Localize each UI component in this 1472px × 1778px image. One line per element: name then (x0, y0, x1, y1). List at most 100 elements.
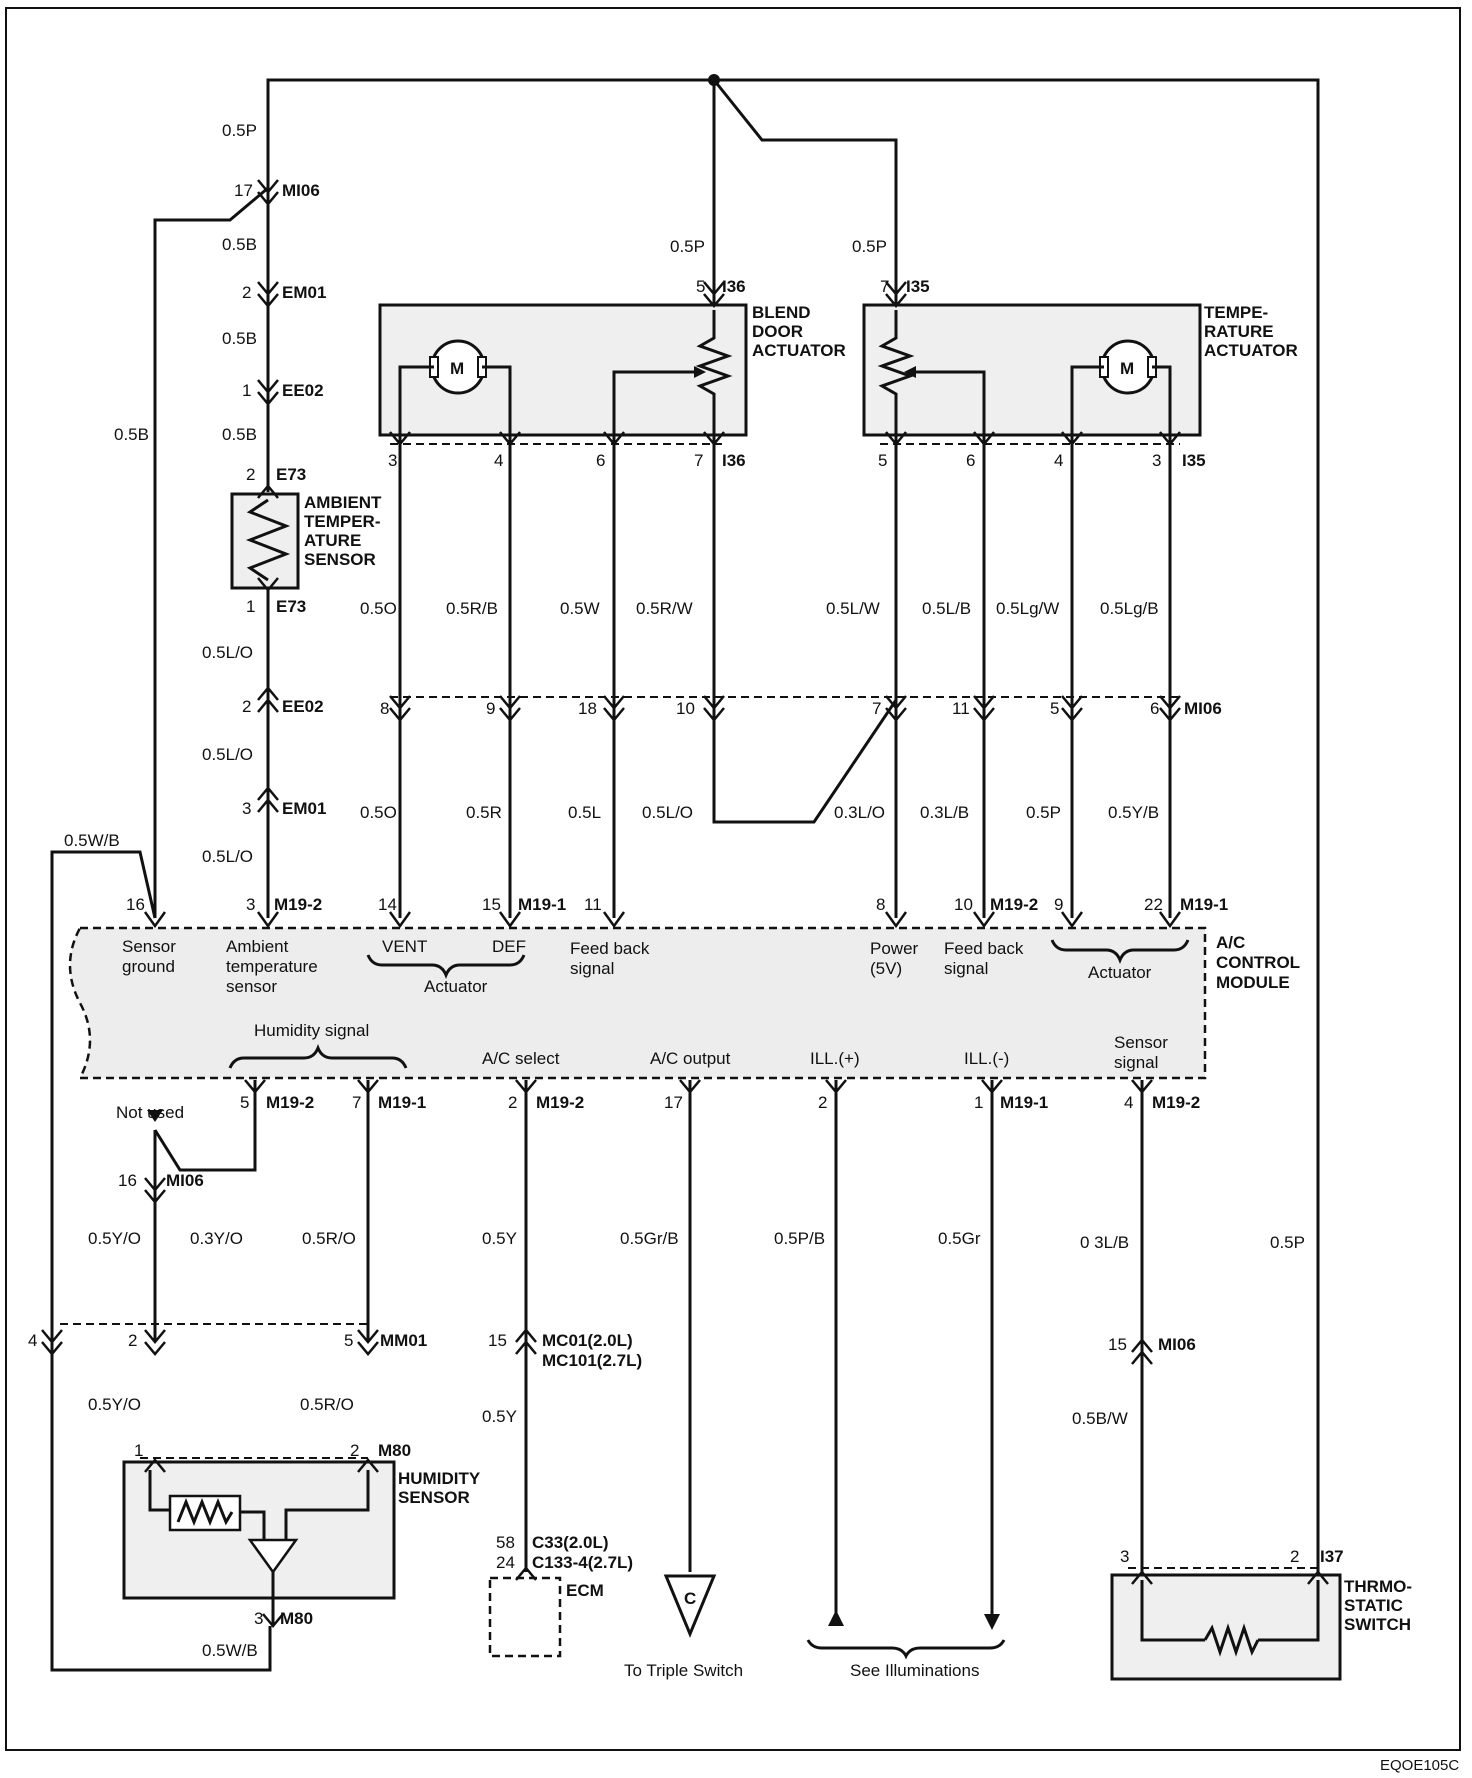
connector-label: M19-1 (378, 1093, 426, 1112)
pin-label: 14 (378, 895, 397, 914)
wire-label: 0.5O (360, 599, 397, 618)
module-label: Feed back (570, 939, 650, 958)
pin-label: 2 (242, 283, 251, 302)
connector-label: MC01(2.0L) (542, 1331, 633, 1350)
wire-label: 0.5Y/O (88, 1229, 141, 1248)
wire-label: 0.3L/B (920, 803, 969, 822)
connector-label: I35 (1182, 451, 1206, 470)
wire-label: 0.5P (670, 237, 705, 256)
connector-label: MI06 (1158, 1335, 1196, 1354)
pin-label: 7 (352, 1093, 361, 1112)
pin-label: 4 (494, 451, 503, 470)
pin-label: 2 (818, 1093, 827, 1112)
wire-label: 0.5Lg/W (996, 599, 1059, 618)
thermostatic-switch-box (1110, 1573, 1342, 1681)
module-label: A/C select (482, 1049, 560, 1068)
temp-actuator-label: TEMPE- (1204, 303, 1268, 322)
blend-potentiometer (695, 310, 733, 435)
wire-label: 0.5Gr (938, 1229, 981, 1248)
ambient-sensor-box (230, 492, 300, 590)
pin-label: 11 (952, 699, 970, 718)
humidity-amplifier-icon (247, 1538, 299, 1575)
humidity-sensor-label: HUMIDITY (398, 1469, 481, 1488)
connector-label: M80 (280, 1609, 313, 1628)
pin-label: 5 (344, 1331, 353, 1350)
connector-label: M19-1 (518, 895, 566, 914)
pin-label: 5 (1050, 699, 1059, 718)
module-label: Ambient (226, 937, 289, 956)
pin-label: 4 (1054, 451, 1063, 470)
wire-label: 0.5R/O (300, 1395, 354, 1414)
wire-label: 0.5R/B (446, 599, 498, 618)
pin-label: 7 (694, 451, 703, 470)
connector-label: M80 (378, 1441, 411, 1460)
wire-label: 0.5L/O (202, 847, 253, 866)
module-label: temperature (226, 957, 318, 976)
connector-label: I37 (1320, 1547, 1344, 1566)
wire-label: 0.5P (1026, 803, 1061, 822)
wire-label: 0.5R (466, 803, 502, 822)
ambient-sensor-label: AMBIENT (304, 493, 382, 512)
connector-label: C133-4(2.7L) (532, 1553, 633, 1572)
pin-label: 11 (584, 895, 602, 914)
pin-label: 3 (254, 1609, 263, 1628)
connector-label: E73 (276, 597, 306, 616)
wire-label: 0.5L/W (826, 599, 880, 618)
blend-door-label: ACTUATOR (752, 341, 846, 360)
pin-label: 10 (676, 699, 695, 718)
pin-label: 15 (482, 895, 501, 914)
connector-label: I36 (722, 451, 746, 470)
connector-label: E73 (276, 465, 306, 484)
motor-label: M (450, 359, 464, 378)
connector-label: C33(2.0L) (532, 1533, 609, 1552)
connector-label: MI06 (282, 181, 320, 200)
wire-temp-power (712, 79, 898, 310)
note-label: See Illuminations (850, 1661, 979, 1680)
pin-label: 58 (496, 1533, 515, 1552)
temp-actuator-label: ACTUATOR (1204, 341, 1298, 360)
connector-label: M19-2 (536, 1093, 584, 1112)
pin-label: 6 (596, 451, 605, 470)
wire-label: 0.5P (222, 121, 257, 140)
connector-label: EE02 (282, 697, 324, 716)
ambient-sensor-label: SENSOR (304, 550, 376, 569)
note-label: To Triple Switch (624, 1661, 743, 1680)
pin-label: 3 (1152, 451, 1161, 470)
connector-label: M19-2 (274, 895, 322, 914)
connector-label: I35 (906, 277, 930, 296)
module-label: Humidity signal (254, 1021, 369, 1040)
module-label: Actuator (1088, 963, 1152, 982)
module-label: sensor (226, 977, 277, 996)
pin-label: 6 (966, 451, 975, 470)
thermostatic-switch-label: THRMO- (1344, 1577, 1412, 1596)
connector-label: MI06 (1184, 699, 1222, 718)
module-label: ILL.(+) (810, 1049, 860, 1068)
ambient-resistor (245, 498, 291, 582)
ac-control-module (68, 926, 1207, 1080)
pin-label: 5 (696, 277, 705, 296)
pin-label: 17 (234, 181, 253, 200)
thermostatic-switch-label: STATIC (1344, 1596, 1403, 1615)
connector-label: EM01 (282, 283, 326, 302)
pin-label: 3 (1120, 1547, 1129, 1566)
wire-label: 0.5B/W (1072, 1409, 1128, 1428)
connector-label: M19-1 (1000, 1093, 1048, 1112)
connector-label: MC101(2.7L) (542, 1351, 642, 1370)
temp-potentiometer (877, 310, 915, 435)
wire-label: 0.5P (852, 237, 887, 256)
wire-label: 0.5Y/B (1108, 803, 1159, 822)
pin-label: 8 (380, 699, 389, 718)
wire-label: 0.5Gr/B (620, 1229, 679, 1248)
wire-humidity-signal (153, 1080, 257, 1172)
wire-label: 0.5L/O (202, 643, 253, 662)
connector-label: MI06 (166, 1171, 204, 1190)
diagram-id: EQOE105C (1380, 1757, 1459, 1774)
pin-label: 17 (664, 1093, 683, 1112)
connector-label: M19-2 (266, 1093, 314, 1112)
module-label: Sensor (1114, 1033, 1168, 1052)
triple-switch-letter: C (684, 1589, 696, 1608)
connector-label: M19-2 (1152, 1093, 1200, 1112)
wire-label: 0.5B (222, 425, 257, 444)
pin-label: 24 (496, 1553, 515, 1572)
wire-label: 0.5P (1270, 1233, 1305, 1252)
